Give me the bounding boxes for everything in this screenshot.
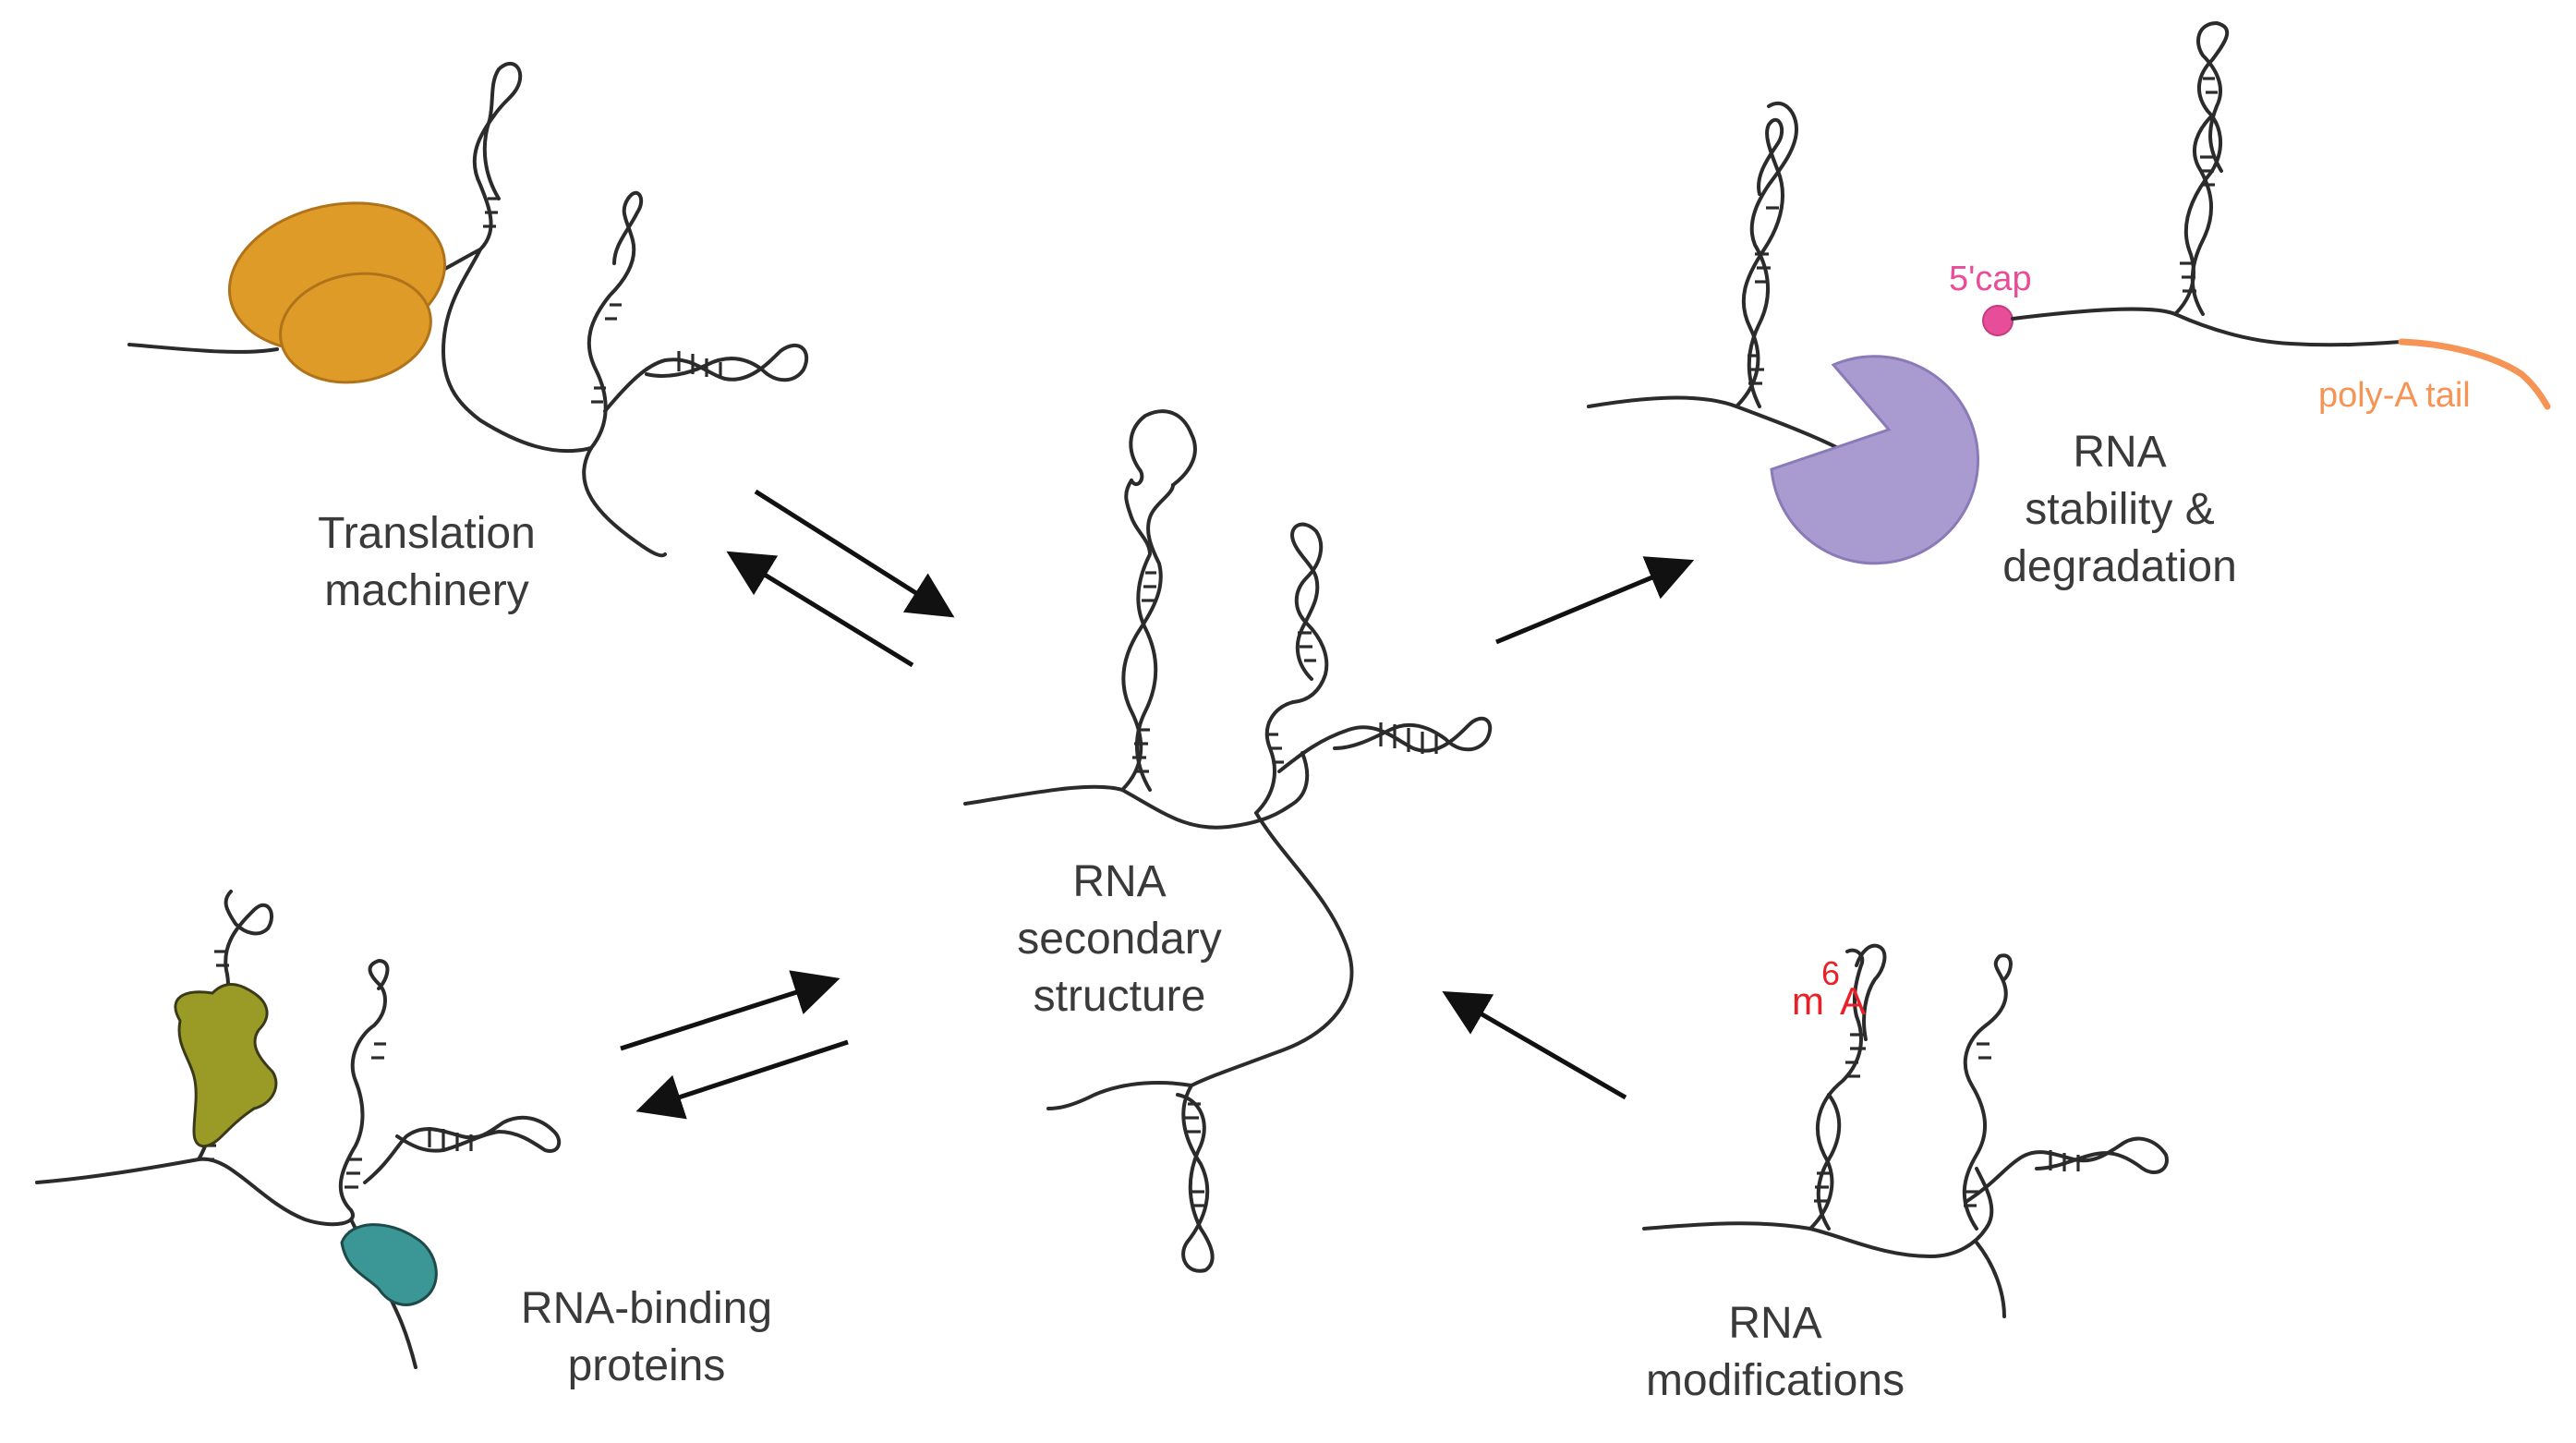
polya-tail-line: [2398, 338, 2551, 410]
center-label-line2: secondary: [1017, 915, 1221, 964]
translation-label-line2: machinery: [324, 566, 528, 615]
stability-label-line3: degradation: [2002, 542, 2237, 591]
m6a-label: m 6 A: [1792, 954, 1866, 1023]
m6a-superscript: 6: [1821, 954, 1840, 992]
translation-machinery-illustration: [127, 62, 809, 558]
rbp-olive-protein: [174, 983, 278, 1148]
stability-degradation-illustration: [1587, 21, 2551, 565]
center-label-line1: RNA: [1072, 857, 1166, 906]
arrow-to-structure-from-translation: [754, 489, 955, 618]
m6a-a: A: [1840, 979, 1866, 1023]
center-rna-structure: [963, 409, 1493, 1273]
rbp-teal-protein: [340, 1223, 438, 1306]
arrow-to-rbp: [635, 1039, 849, 1120]
center-label-line3: structure: [1034, 972, 1206, 1021]
cap-label: 5'cap: [1949, 260, 2032, 298]
polya-label: poly-A tail: [2318, 376, 2471, 415]
rbp-illustration: [35, 890, 562, 1369]
mods-label-line1: RNA: [1728, 1299, 1821, 1348]
arrow-from-modifications: [1442, 990, 1627, 1100]
translation-label-line1: Translation: [318, 509, 536, 558]
cap-dot: [1982, 305, 2014, 336]
stability-label-line2: stability &: [2025, 485, 2214, 534]
rbp-label-line1: RNA-binding: [521, 1284, 772, 1333]
modifications-illustration: [1642, 943, 2169, 1318]
mods-label-line2: modifications: [1646, 1356, 1905, 1405]
m6a-m: m: [1792, 979, 1824, 1023]
arrow-to-structure-from-rbp: [620, 970, 841, 1051]
stability-label-line1: RNA: [2073, 428, 2166, 477]
rbp-label-line2: proteins: [568, 1341, 726, 1390]
arrow-to-stability: [1495, 556, 1695, 645]
arrow-to-translation: [726, 551, 914, 668]
